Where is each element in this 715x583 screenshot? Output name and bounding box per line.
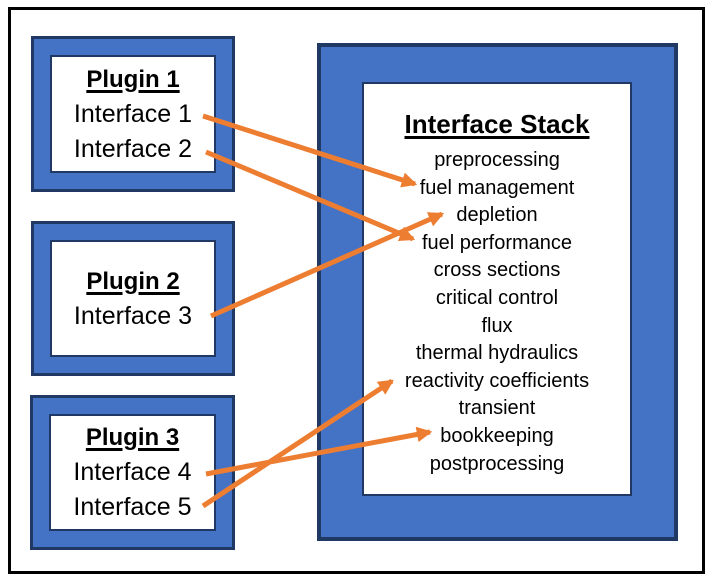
interface-3-label: Interface 3 xyxy=(73,301,193,330)
plugin-3-title: Plugin 3 xyxy=(85,424,180,451)
interface-stack-inner: Interface Stack preprocessing fuel manag… xyxy=(362,82,632,496)
stack-item-cross-sections: cross sections xyxy=(433,259,561,282)
plugin-3-box: Plugin 3 Interface 4 Interface 5 xyxy=(30,395,235,550)
stack-item-fuel-performance: fuel performance xyxy=(421,231,573,254)
stack-item-depletion: depletion xyxy=(456,204,538,227)
stack-item-postprocessing: postprocessing xyxy=(429,452,565,475)
plugin-2-title: Plugin 2 xyxy=(86,267,180,295)
stack-item-preprocessing: preprocessing xyxy=(434,149,560,171)
plugin-1-inner: Plugin 1 Interface 1 Interface 2 xyxy=(50,55,216,173)
stack-item-reactivity-coefficients: reactivity coefficients xyxy=(404,369,590,392)
plugin-1-title: Plugin 1 xyxy=(86,65,180,93)
plugin-2-box: Plugin 2 Interface 3 xyxy=(31,221,235,376)
stack-item-flux: flux xyxy=(481,314,513,337)
stack-item-thermal-hydraulics: thermal hydraulics xyxy=(415,342,579,365)
interface-4-label: Interface 4 xyxy=(73,458,192,486)
interface-2-label: Interface 2 xyxy=(73,134,193,163)
interface-stack-box: Interface Stack preprocessing fuel manag… xyxy=(317,43,678,541)
plugin-3-inner: Plugin 3 Interface 4 Interface 5 xyxy=(49,414,216,531)
stack-item-critical-control: critical control xyxy=(435,286,559,309)
stack-item-fuel-management: fuel management xyxy=(419,176,575,199)
plugin-2-inner: Plugin 2 Interface 3 xyxy=(50,240,216,357)
stack-item-bookkeeping: bookkeeping xyxy=(440,424,554,447)
interface-1-label: Interface 1 xyxy=(73,99,193,128)
stack-item-transient: transient xyxy=(458,397,536,420)
plugin-1-box: Plugin 1 Interface 1 Interface 2 xyxy=(31,36,235,192)
outer-frame xyxy=(8,7,705,574)
interface-stack-title: Interface Stack xyxy=(404,109,590,139)
interface-5-label: Interface 5 xyxy=(73,493,192,521)
